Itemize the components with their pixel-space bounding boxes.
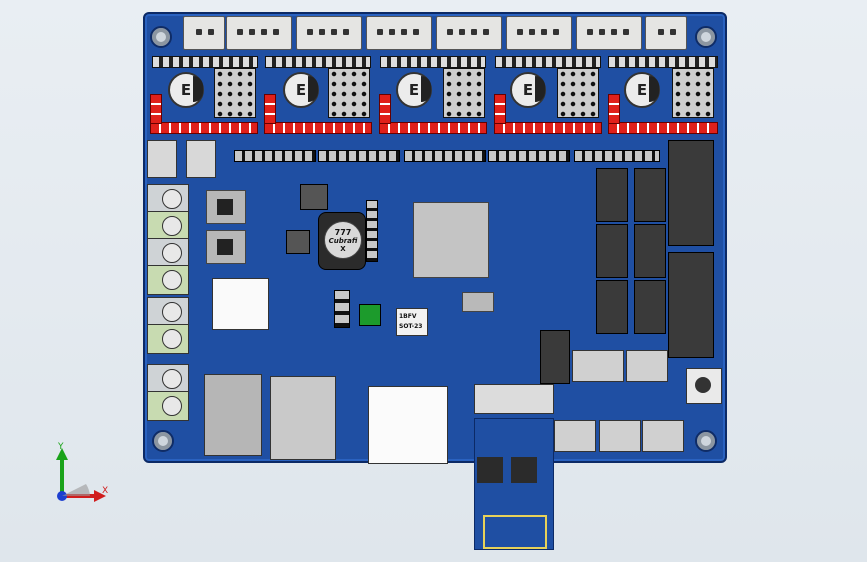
axis-x-label: X	[102, 486, 109, 496]
jumper-grid	[443, 68, 485, 118]
driver-header-row	[265, 56, 371, 68]
mounting-hole	[152, 430, 174, 452]
voltage-regulator	[212, 278, 269, 330]
jumper-grid	[214, 68, 256, 118]
top-connector	[576, 16, 642, 50]
driver-pin-row	[494, 122, 602, 134]
inductor: 777 Cubrafi X	[318, 212, 366, 270]
driver-pin-col	[379, 94, 391, 124]
exp-header	[668, 140, 714, 246]
endstop-connector	[596, 168, 628, 222]
inductor-label: 777	[334, 228, 352, 237]
inductor-mark: X	[340, 245, 346, 253]
mosfet	[206, 190, 246, 224]
jumper-grid	[557, 68, 599, 118]
gpio-header	[488, 150, 570, 162]
part-marking: SOT-23	[399, 323, 423, 330]
endstop-connector	[634, 168, 666, 222]
driver-header-row	[152, 56, 258, 68]
wifi-module	[474, 418, 554, 550]
driver-pin-row	[264, 122, 372, 134]
capacitor: E	[510, 72, 546, 108]
top-connector	[366, 16, 432, 50]
small-chip	[462, 292, 494, 312]
main-mcu	[413, 202, 489, 278]
fan-connector	[572, 350, 624, 382]
driver-pin-col	[494, 94, 506, 124]
endstop-connector	[634, 280, 666, 334]
screw-terminal	[147, 184, 189, 214]
driver-pin-row	[150, 122, 258, 134]
axis-y-label: Y	[58, 442, 64, 452]
bottom-connector	[599, 420, 641, 452]
gpio-header	[234, 150, 316, 162]
screw-terminal	[147, 238, 189, 268]
driver-pin-col	[264, 94, 276, 124]
led-green	[359, 304, 381, 326]
jumper-header	[334, 290, 350, 328]
jumper-grid	[328, 68, 370, 118]
reset-button[interactable]	[686, 368, 722, 404]
sd-card-slot	[368, 386, 448, 464]
top-connector	[296, 16, 362, 50]
vertical-header	[366, 200, 378, 262]
screw-terminal	[147, 324, 189, 354]
usb-connector	[270, 376, 336, 460]
screw-terminal	[147, 364, 189, 394]
ic-chip	[286, 230, 310, 254]
fan-connector	[626, 350, 668, 382]
driver-pin-row	[379, 122, 487, 134]
driver-header-row	[495, 56, 601, 68]
gpio-header	[318, 150, 400, 162]
driver-pin-row	[608, 122, 718, 134]
ic-chip	[300, 184, 328, 210]
driver-pin-col	[608, 94, 620, 124]
driver-pin-col	[150, 94, 162, 124]
gpio-header	[404, 150, 486, 162]
driver-header-row	[608, 56, 718, 68]
jumper-grid	[672, 68, 714, 118]
part-marking: 1BFV	[399, 313, 417, 320]
capacitor: E	[168, 72, 204, 108]
top-connector	[183, 16, 225, 50]
top-connector	[506, 16, 572, 50]
top-connector	[436, 16, 502, 50]
mounting-hole	[695, 26, 717, 48]
screw-terminal	[147, 265, 189, 295]
endstop-connector	[596, 280, 628, 334]
capacitor: E	[283, 72, 319, 108]
wifi-header	[474, 384, 554, 414]
inductor-brand: Cubrafi	[328, 237, 358, 245]
bottom-connector	[554, 420, 596, 452]
fan-connector	[540, 330, 570, 384]
mounting-hole	[150, 26, 172, 48]
capacitor: E	[624, 72, 660, 108]
exp-header	[668, 252, 714, 358]
power-connector	[147, 140, 177, 178]
power-connector	[186, 140, 216, 178]
axis-triad	[56, 448, 106, 502]
top-connector	[226, 16, 292, 50]
screw-terminal	[147, 297, 189, 327]
top-connector	[645, 16, 687, 50]
screw-terminal	[147, 211, 189, 241]
capacitor: E	[396, 72, 432, 108]
bottom-connector	[642, 420, 684, 452]
endstop-connector	[634, 224, 666, 278]
mounting-hole	[695, 430, 717, 452]
power-switch	[204, 374, 262, 456]
sot23-chip: 1BFV SOT-23	[396, 308, 428, 336]
mosfet	[206, 230, 246, 264]
gpio-header	[574, 150, 660, 162]
screw-terminal	[147, 391, 189, 421]
endstop-connector	[596, 224, 628, 278]
driver-header-row	[380, 56, 486, 68]
